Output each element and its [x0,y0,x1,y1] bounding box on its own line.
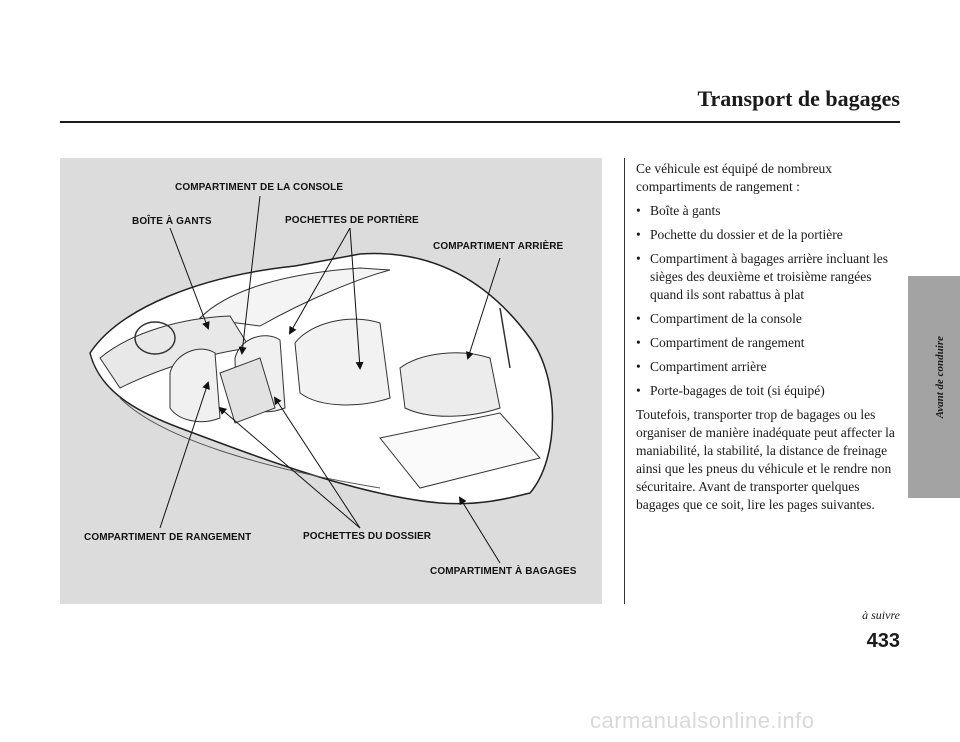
storage-list: Boîte à gants Pochette du dossier et de … [636,202,906,400]
intro-paragraph: Ce véhicule est équipé de nombreux compa… [636,161,833,194]
cargo-floor [379,412,541,489]
steering-wheel [134,321,176,355]
section-side-tab [908,276,960,498]
label-storage-compartment: COMPARTIMENT DE RANGEMENT [84,532,252,543]
label-glove-box: BOÎTE À GANTS [132,216,212,227]
label-console-compartment: COMPARTIMENT DE LA CONSOLE [175,182,344,193]
continued-note: à suivre [862,608,900,622]
label-seatback-pockets: POCHETTES DU DOSSIER [303,531,432,542]
label-door-pockets: POCHETTES DE PORTIÈRE [285,215,419,226]
column-divider [624,158,625,604]
list-item: Porte-bagages de toit (si équipé) [636,382,906,400]
warning-paragraph: Toutefois, transporter trop de bagages o… [636,407,895,512]
list-item: Compartiment de rangement [636,334,906,352]
list-item: Pochette du dossier et de la portière [636,226,906,244]
vehicle-interior-drawing [89,195,554,564]
body-text: Ce véhicule est équipé de nombreux compa… [636,160,906,514]
page-header-title: Transport de bagages [697,86,901,111]
list-item: Compartiment arrière [636,358,906,376]
storage-illustration: COMPARTIMENT DE LA CONSOLE BOÎTE À GANTS… [60,158,602,604]
front-seat-left [169,348,221,423]
third-row-seats [399,352,501,417]
list-item: Boîte à gants [636,202,906,220]
watermark: carmanualsonline.info [590,708,815,733]
label-cargo-compartment: COMPARTIMENT À BAGAGES [430,566,577,577]
center-console [219,357,276,424]
page-number: 433 [866,630,900,652]
header-rule [60,121,900,123]
second-row-seats [294,318,391,406]
list-item: Compartiment de la console [636,310,906,328]
label-rear-compartment: COMPARTIMENT ARRIÈRE [433,241,564,252]
list-item: Compartiment à bagages arrière incluant … [636,250,906,304]
side-tab-label: Avant de conduire [934,336,946,419]
